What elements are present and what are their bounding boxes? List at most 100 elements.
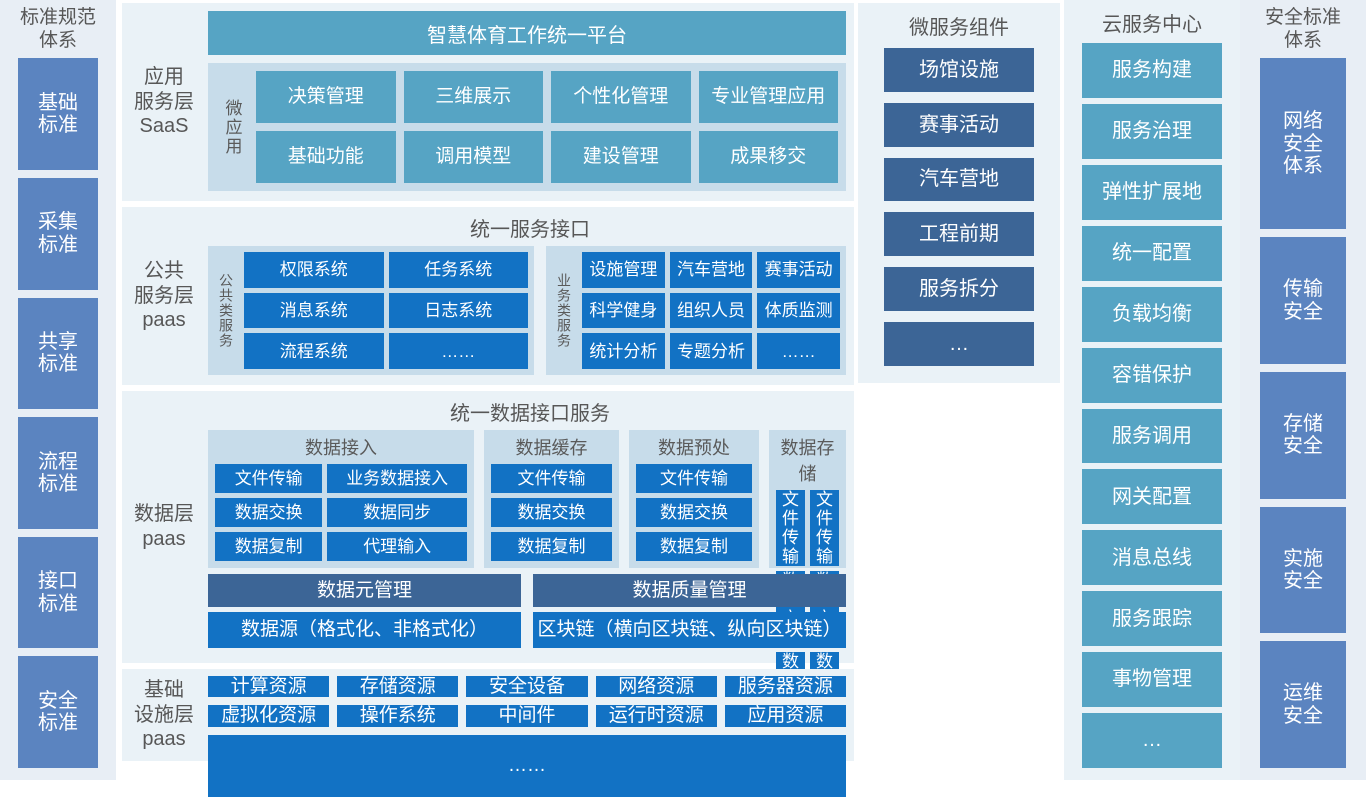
public-service-box[interactable]: …… bbox=[388, 333, 528, 369]
cloud-item-invoke[interactable]: 服务调用 bbox=[1082, 408, 1222, 464]
microservice-item-preproject[interactable]: 工程前期 bbox=[884, 212, 1034, 257]
data-management-row: 数据元管理 数据质量管理 bbox=[208, 574, 846, 607]
data-item-box[interactable]: 数据交换 bbox=[491, 498, 612, 527]
public-class-service-group: 公共类服务 权限系统任务系统消息系统日志系统流程系统…… bbox=[208, 246, 534, 375]
left-standards-sidebar: 标准规范体系 基础标准 采集标准 共享标准 流程标准 接口标准 安全标准 bbox=[0, 0, 116, 780]
security-item-ops[interactable]: 运维安全 bbox=[1260, 641, 1346, 769]
infrastructure-box[interactable]: 计算资源 bbox=[208, 676, 330, 698]
standard-item-share[interactable]: 共享标准 bbox=[18, 297, 98, 410]
cloud-item-elastic[interactable]: 弹性扩展地 bbox=[1082, 164, 1222, 220]
data-item-box[interactable]: 数据复制 bbox=[491, 532, 612, 561]
app-module-box[interactable]: 基础功能 bbox=[256, 131, 396, 183]
app-module-box[interactable]: 调用模型 bbox=[403, 131, 543, 183]
infrastructure-box[interactable]: 网络资源 bbox=[595, 676, 717, 698]
data-group-title: 数据存储 bbox=[780, 438, 835, 484]
business-service-box[interactable]: 科学健身 bbox=[582, 292, 665, 329]
infrastructure-box[interactable]: 中间件 bbox=[466, 705, 588, 727]
cloud-item-messagebus[interactable]: 消息总线 bbox=[1082, 530, 1222, 586]
business-service-box[interactable]: 汽车营地 bbox=[669, 252, 753, 288]
security-item-transport[interactable]: 传输安全 bbox=[1260, 237, 1346, 365]
data-item-box[interactable]: 文件传输 bbox=[215, 464, 323, 493]
cloud-item-tracing[interactable]: 服务跟踪 bbox=[1082, 591, 1222, 647]
data-item-box[interactable]: 文件传输 bbox=[810, 490, 839, 567]
microapp-tag: 微应用 bbox=[222, 98, 242, 156]
data-group-ingest: 数据接入 文件传输业务数据接入数据交换数据同步数据复制代理输入 bbox=[208, 430, 474, 568]
infrastructure-box[interactable]: 操作系统 bbox=[337, 705, 459, 727]
public-service-box[interactable]: 日志系统 bbox=[388, 292, 528, 329]
security-item-network[interactable]: 网络安全体系 bbox=[1260, 58, 1346, 230]
business-service-box[interactable]: 设施管理 bbox=[582, 252, 665, 288]
cloud-item-transaction[interactable]: 事物管理 bbox=[1082, 652, 1222, 708]
data-item-box[interactable]: 数据复制 bbox=[215, 532, 323, 561]
business-service-box[interactable]: 赛事活动 bbox=[757, 252, 840, 288]
data-group-title: 数据缓存 bbox=[515, 438, 588, 458]
security-item-implement[interactable]: 实施安全 bbox=[1260, 506, 1346, 634]
infrastructure-box[interactable]: 安全设备 bbox=[466, 676, 588, 698]
business-class-tag: 业务类服务 bbox=[556, 273, 572, 348]
business-service-box[interactable]: …… bbox=[757, 333, 840, 369]
app-module-box[interactable]: 个性化管理 bbox=[551, 71, 691, 123]
app-module-box[interactable]: 成果移交 bbox=[698, 131, 838, 183]
microservice-item-more[interactable]: … bbox=[884, 322, 1034, 366]
data-quality-management-box[interactable]: 数据质量管理 bbox=[533, 574, 846, 607]
data-item-box[interactable]: 数据交换 bbox=[636, 498, 752, 527]
data-item-box[interactable]: 数据同步 bbox=[327, 498, 467, 527]
cloud-item-loadbalance[interactable]: 负载均衡 bbox=[1082, 286, 1222, 342]
standard-item-collect[interactable]: 采集标准 bbox=[18, 177, 98, 290]
standard-item-api[interactable]: 接口标准 bbox=[18, 536, 98, 649]
right-security-sidebar: 安全标准体系 网络安全体系 传输安全 存储安全 实施安全 运维安全 bbox=[1240, 0, 1366, 780]
cloud-item-more[interactable]: … bbox=[1082, 713, 1222, 769]
app-module-box[interactable]: 决策管理 bbox=[256, 71, 396, 123]
infrastructure-more-box[interactable]: …… bbox=[208, 734, 846, 797]
infrastructure-box[interactable]: 存储资源 bbox=[337, 676, 459, 698]
data-item-box[interactable]: 业务数据接入 bbox=[327, 464, 467, 493]
infrastructure-box[interactable]: 虚拟化资源 bbox=[208, 705, 330, 727]
standard-item-process[interactable]: 流程标准 bbox=[18, 417, 98, 529]
infrastructure-box[interactable]: 运行时资源 bbox=[595, 705, 717, 727]
microservice-item-split[interactable]: 服务拆分 bbox=[884, 267, 1034, 312]
standard-item-basic[interactable]: 基础标准 bbox=[18, 58, 98, 170]
business-service-box[interactable]: 专题分析 bbox=[669, 333, 753, 369]
public-service-box[interactable]: 任务系统 bbox=[388, 252, 528, 288]
app-module-box[interactable]: 建设管理 bbox=[551, 131, 691, 183]
data-group-row: 数据接入 文件传输业务数据接入数据交换数据同步数据复制代理输入 数据缓存 文件传… bbox=[208, 430, 846, 729]
standard-item-security[interactable]: 安全标准 bbox=[18, 656, 98, 768]
data-item-box[interactable]: 文件传输 bbox=[491, 464, 612, 493]
cloud-item-governance[interactable]: 服务治理 bbox=[1082, 103, 1222, 159]
right-service-columns: 微服务组件 场馆设施 赛事活动 汽车营地 工程前期 服务拆分 … bbox=[858, 0, 1064, 780]
data-source-box[interactable]: 数据源（格式化、非格式化） bbox=[208, 612, 521, 648]
metadata-management-box[interactable]: 数据元管理 bbox=[208, 574, 521, 607]
app-module-box[interactable]: 三维展示 bbox=[403, 71, 543, 123]
infrastructure-grid: 计算资源存储资源安全设备网络资源服务器资源虚拟化资源操作系统中间件运行时资源应用… bbox=[208, 676, 846, 727]
business-service-box[interactable]: 体质监测 bbox=[757, 292, 840, 329]
cloud-item-config[interactable]: 统一配置 bbox=[1082, 225, 1222, 281]
cloud-item-build[interactable]: 服务构建 bbox=[1082, 43, 1222, 98]
business-service-box[interactable]: 统计分析 bbox=[582, 333, 665, 369]
data-item-box[interactable]: 代理输入 bbox=[327, 532, 467, 561]
infrastructure-box[interactable]: 服务器资源 bbox=[724, 676, 846, 698]
microservice-item-venue[interactable]: 场馆设施 bbox=[884, 48, 1034, 92]
app-module-box[interactable]: 专业管理应用 bbox=[698, 71, 838, 123]
data-item-box[interactable]: 文件传输 bbox=[636, 464, 752, 493]
business-service-box[interactable]: 组织人员 bbox=[669, 292, 753, 329]
public-service-box[interactable]: 流程系统 bbox=[244, 333, 384, 369]
public-service-box[interactable]: 权限系统 bbox=[244, 252, 384, 288]
data-item-box[interactable]: 文件传输 bbox=[776, 490, 805, 567]
data-item-box[interactable]: 数据交换 bbox=[215, 498, 323, 527]
data-group-preprocess: 数据预处 文件传输数据交换数据复制 bbox=[629, 430, 759, 568]
security-item-storage[interactable]: 存储安全 bbox=[1260, 372, 1346, 499]
cloud-item-faulttolerance[interactable]: 容错保护 bbox=[1082, 347, 1222, 403]
data-item-box[interactable]: 数据复制 bbox=[636, 532, 752, 561]
blockchain-box[interactable]: 区块链（横向区块链、纵向区块链） bbox=[533, 612, 846, 648]
microservice-item-camp[interactable]: 汽车营地 bbox=[884, 157, 1034, 202]
infrastructure-box[interactable]: 应用资源 bbox=[724, 705, 846, 727]
microservice-item-event[interactable]: 赛事活动 bbox=[884, 102, 1034, 147]
cloud-item-gateway[interactable]: 网关配置 bbox=[1082, 469, 1222, 525]
public-service-box[interactable]: 消息系统 bbox=[244, 292, 384, 329]
business-class-grid: 设施管理汽车营地赛事活动科学健身组织人员体质监测统计分析专题分析…… bbox=[582, 252, 840, 369]
